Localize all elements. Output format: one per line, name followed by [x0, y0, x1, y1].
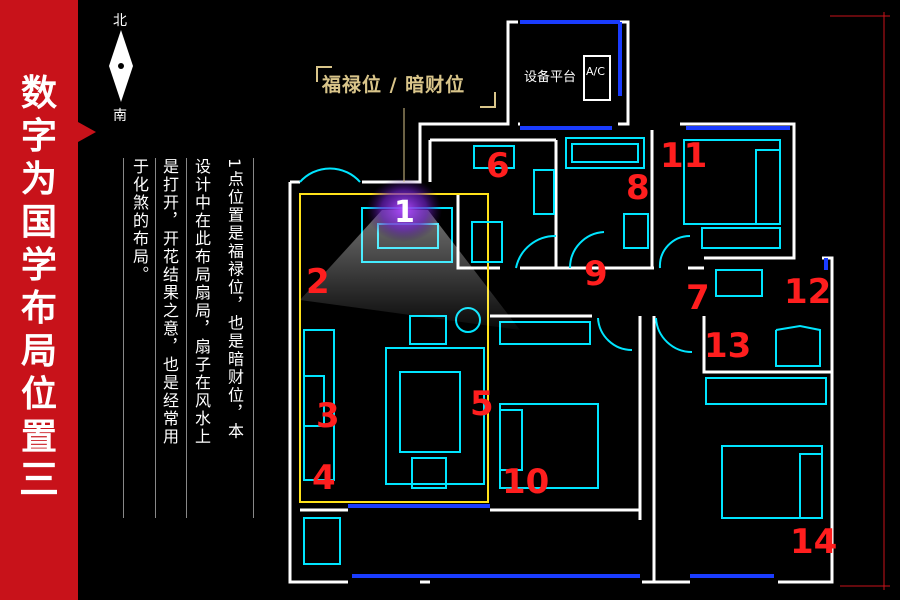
marker-1: 1 [394, 195, 415, 230]
title-bracket-right [480, 92, 496, 108]
marker-14: 14 [790, 522, 838, 562]
text-column-4: 于化煞的布局。 [130, 158, 149, 284]
ac-box [583, 55, 611, 101]
vertical-title: 数 字 为 国 学 布 局 位 置 三 [14, 72, 64, 502]
marker-2: 2 [306, 262, 330, 302]
sidebar-pointer [78, 122, 96, 142]
text-column-2: 设计中在此布局扇局，扇子在风水上 [192, 158, 211, 446]
title-char: 数 [20, 73, 57, 114]
marker-11: 11 [660, 136, 708, 176]
marker-13: 13 [704, 326, 752, 366]
compass-needle-icon [109, 30, 133, 102]
glow-marker [366, 178, 442, 242]
sidebar-banner [0, 0, 78, 600]
marker-8: 8 [626, 168, 650, 208]
marker-3: 3 [316, 396, 340, 436]
title-char: 字 [20, 116, 57, 157]
compass-north-label: 北 [113, 13, 127, 29]
marker-6: 6 [486, 146, 510, 186]
text-column-3: 是打开，开花结果之意，也是经常用 [160, 158, 179, 446]
title-char: 国 [20, 202, 57, 243]
column-divider [123, 158, 124, 518]
title-char: 学 [20, 245, 57, 286]
light-beam [300, 210, 520, 330]
column-divider [186, 158, 187, 518]
marker-7: 7 [686, 278, 710, 318]
marker-12: 12 [784, 272, 832, 312]
ac-label: A/C [586, 65, 605, 78]
title-char: 三 [19, 457, 59, 503]
windows [348, 20, 828, 578]
title-char: 布 [20, 288, 57, 329]
column-divider [155, 158, 156, 518]
marker-4: 4 [312, 458, 336, 498]
marker-9: 9 [584, 254, 608, 294]
title-char: 局 [20, 331, 57, 372]
text-column-1: 1点位置是福禄位，也是暗财位，本 [225, 158, 244, 441]
diagram-title: 福禄位 / 暗财位 [322, 74, 466, 96]
title-char: 置 [20, 417, 57, 458]
compass-south-label: 南 [113, 108, 127, 124]
title-char: 为 [20, 159, 57, 200]
marker-5: 5 [470, 384, 494, 424]
title-char: 位 [20, 374, 57, 415]
equipment-label: 设备平台 [524, 70, 577, 85]
column-divider [253, 158, 254, 518]
marker-10: 10 [502, 462, 550, 502]
title-bracket-left [316, 66, 332, 82]
